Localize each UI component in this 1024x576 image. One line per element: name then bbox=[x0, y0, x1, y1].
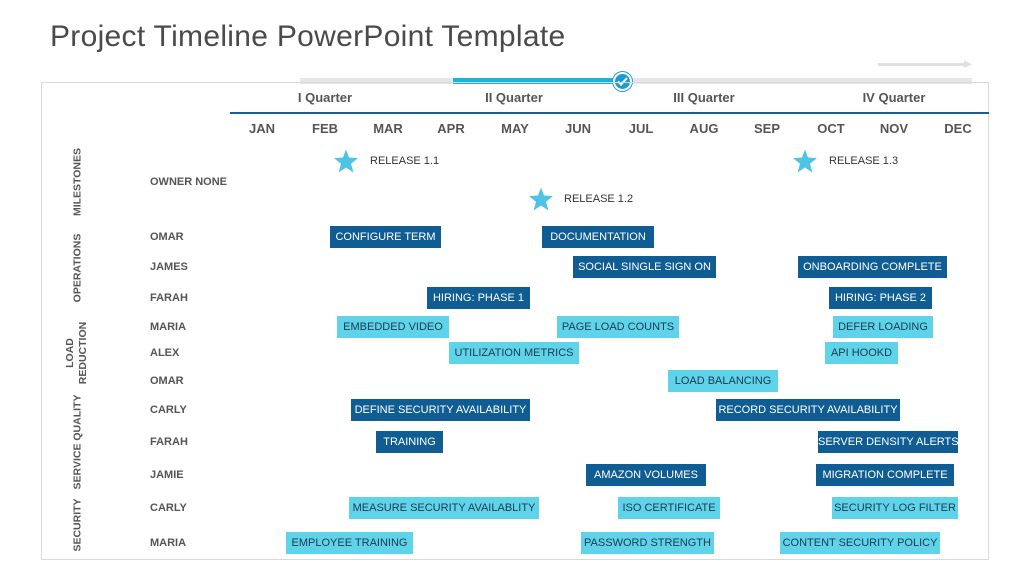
month-label: JUL bbox=[628, 121, 654, 136]
check-icon bbox=[613, 72, 632, 91]
task-bar[interactable]: MIGRATION COMPLETE bbox=[816, 464, 954, 486]
task-bar[interactable]: RECORD SECURITY AVAILABILITY bbox=[716, 399, 900, 421]
task-bar[interactable]: HIRING: PHASE 1 bbox=[427, 287, 530, 309]
quarter-4-label: IV Quarter bbox=[862, 90, 926, 105]
task-bar[interactable]: TRAINING bbox=[376, 431, 443, 453]
quarter-1-label: I Quarter bbox=[297, 90, 353, 105]
task-bar[interactable]: EMBEDDED VIDEO bbox=[337, 316, 449, 338]
month-label: AUG bbox=[689, 121, 719, 136]
section-label-security: SECURITY bbox=[71, 498, 84, 552]
section-label-milestones: MILESTONES bbox=[71, 147, 84, 217]
owner-label: JAMIE bbox=[150, 469, 184, 481]
owner-label: MARIA bbox=[150, 321, 187, 333]
task-bar[interactable]: API HOOKD bbox=[825, 342, 898, 364]
owner-label: OMAR bbox=[150, 375, 184, 387]
star-icon bbox=[793, 149, 817, 173]
star-icon bbox=[529, 187, 553, 211]
task-bar[interactable]: PAGE LOAD COUNTS bbox=[557, 316, 679, 338]
owner-label: MARIA bbox=[150, 537, 187, 549]
month-label: MAR bbox=[373, 121, 403, 136]
owner-label: JAMES bbox=[150, 261, 188, 273]
quarter-2-label: II Quarter bbox=[485, 90, 543, 105]
task-bar[interactable]: HIRING: PHASE 2 bbox=[829, 287, 932, 309]
owner-label: FARAH bbox=[150, 436, 188, 448]
quarter-divider bbox=[230, 112, 989, 114]
month-label: JUN bbox=[564, 121, 592, 136]
task-bar[interactable]: SOCIAL SINGLE SIGN ON bbox=[573, 256, 716, 278]
section-label-line: REDUCTION bbox=[77, 321, 89, 385]
task-bar[interactable]: ISO CERTIFICATE bbox=[618, 497, 720, 519]
month-label: FEB bbox=[312, 121, 338, 136]
task-bar[interactable]: EMPLOYEE TRAINING bbox=[286, 532, 413, 554]
task-bar[interactable]: CONFIGURE TERM bbox=[330, 226, 441, 248]
owner-label: ALEX bbox=[150, 347, 180, 359]
task-bar[interactable]: PASSWORD STRENGTH bbox=[581, 532, 714, 554]
task-bar[interactable]: ONBOARDING COMPLETE bbox=[798, 256, 947, 278]
task-bar[interactable]: MEASURE SECURITY AVAILABLITY bbox=[349, 497, 539, 519]
month-label: NOV bbox=[879, 121, 909, 136]
arrow-right-icon bbox=[878, 60, 972, 68]
timeline-frame bbox=[41, 82, 989, 560]
milestone-label: RELEASE 1.2 bbox=[564, 193, 634, 205]
month-label: SEP bbox=[753, 121, 781, 136]
task-bar[interactable]: UTILIZATION METRICS bbox=[449, 342, 579, 364]
section-label-load-reduction: LOAD REDUCTION bbox=[64, 322, 90, 384]
task-bar[interactable]: AMAZON VOLUMES bbox=[586, 464, 706, 486]
progress-fill bbox=[453, 78, 619, 84]
section-label-line: LOAD bbox=[64, 338, 76, 368]
progress-track bbox=[300, 78, 972, 84]
quarter-3-label: III Quarter bbox=[673, 90, 735, 105]
owner-label: CARLY bbox=[150, 502, 187, 514]
month-label: JAN bbox=[248, 121, 276, 136]
owner-label: CARLY bbox=[150, 404, 187, 416]
month-label: APR bbox=[437, 121, 465, 136]
task-bar[interactable]: SERVER DENSITY ALERTS bbox=[818, 431, 958, 453]
owner-label: FARAH bbox=[150, 292, 188, 304]
milestone-label: RELEASE 1.1 bbox=[370, 155, 440, 167]
owner-label: OMAR bbox=[150, 231, 184, 243]
milestone-label: RELEASE 1.3 bbox=[829, 155, 899, 167]
task-bar[interactable]: CONTENT SECURITY POLICY bbox=[780, 532, 940, 554]
month-label: MAY bbox=[501, 121, 529, 136]
task-bar[interactable]: DEFINE SECURITY AVAILABILITY bbox=[351, 399, 530, 421]
star-icon bbox=[334, 149, 358, 173]
owner-label: OWNER NONE bbox=[150, 176, 227, 188]
task-bar[interactable]: DOCUMENTATION bbox=[542, 226, 654, 248]
section-label-operations: OPERATIONS bbox=[71, 233, 84, 303]
task-bar[interactable]: SECURITY LOG FILTER bbox=[832, 497, 958, 519]
task-bar[interactable]: DEFER LOADING bbox=[833, 316, 933, 338]
month-label: OCT bbox=[817, 121, 845, 136]
task-bar[interactable]: LOAD BALANCING bbox=[668, 370, 778, 392]
month-label: DEC bbox=[944, 121, 972, 136]
page-title: Project Timeline PowerPoint Template bbox=[50, 20, 566, 53]
section-label-service-quality: SERVICE QUALITY bbox=[71, 394, 84, 490]
